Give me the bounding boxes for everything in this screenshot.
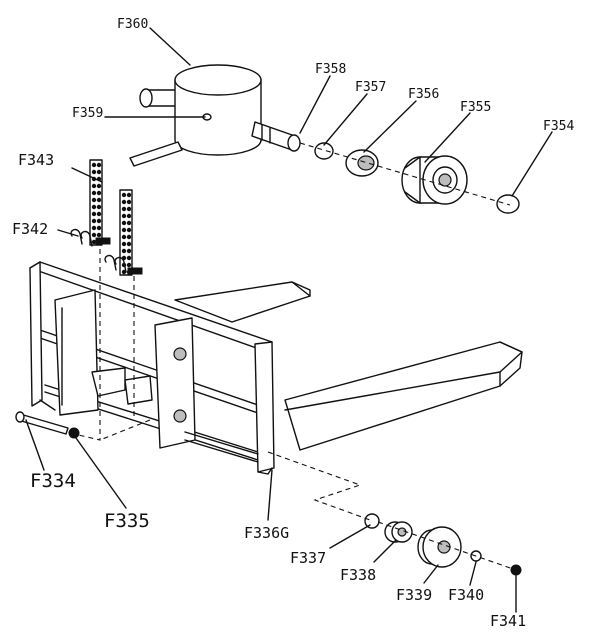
carriage-frame — [29, 261, 275, 475]
chain-link — [96, 204, 102, 210]
assembly-lines — [69, 142, 517, 571]
snap-ring-f337 — [364, 513, 380, 529]
chain-link — [126, 248, 132, 254]
part-labels: F360 F359 F358 F357 F356 F355 F354 F343 … — [12, 17, 574, 630]
washer-f340 — [470, 550, 482, 562]
fork-tines — [174, 281, 523, 451]
chain-link — [91, 162, 97, 168]
chain-link — [121, 248, 127, 254]
chain-link — [96, 190, 102, 196]
chain-link — [126, 206, 132, 212]
cylinder-housing — [139, 64, 301, 156]
label-f335: F335 — [104, 510, 150, 532]
label-f340: F340 — [448, 586, 484, 604]
bushing-f338 — [384, 521, 413, 543]
chain-link — [121, 213, 127, 219]
chain-link — [91, 211, 97, 217]
label-f338: F338 — [340, 566, 376, 584]
chain-link — [91, 239, 97, 245]
label-f359: F359 — [72, 106, 103, 121]
chain-link — [121, 241, 127, 247]
label-f339: F339 — [396, 586, 432, 604]
chain-link — [126, 255, 132, 261]
chain-link — [96, 218, 102, 224]
chain-link — [126, 199, 132, 205]
chain-link — [121, 199, 127, 205]
chain-link — [91, 204, 97, 210]
label-f354: F354 — [543, 119, 574, 134]
label-f337: F337 — [290, 549, 326, 567]
pin — [129, 141, 183, 167]
label-f357: F357 — [355, 80, 386, 95]
chain-link — [96, 225, 102, 231]
bushing-f356 — [345, 149, 379, 177]
chain-link — [126, 213, 132, 219]
chain-link — [91, 232, 97, 238]
chain-link — [96, 232, 102, 238]
chain-link — [91, 218, 97, 224]
label-f360: F360 — [117, 17, 148, 32]
chain-link — [96, 197, 102, 203]
nut — [68, 427, 80, 439]
chain-link — [91, 169, 97, 175]
chain-link — [126, 234, 132, 240]
roller-wheel-f355 — [401, 155, 468, 205]
label-f334: F334 — [30, 470, 76, 492]
chain-link — [96, 162, 102, 168]
chain-link — [126, 241, 132, 247]
chain-link — [96, 169, 102, 175]
chains — [89, 159, 133, 276]
snap-ring-f357 — [314, 142, 334, 160]
chain-link — [96, 211, 102, 217]
chain-link — [91, 225, 97, 231]
chain-link — [126, 192, 132, 198]
roller-wheel-f339 — [417, 526, 462, 568]
label-f355: F355 — [460, 100, 491, 115]
chain-link — [121, 227, 127, 233]
chain-link — [126, 227, 132, 233]
chain-link — [91, 197, 97, 203]
hooks — [70, 228, 143, 275]
label-f343: F343 — [18, 151, 54, 169]
chain-link — [126, 220, 132, 226]
label-f336g: F336G — [244, 524, 289, 542]
chain-link — [121, 234, 127, 240]
chain-link — [91, 190, 97, 196]
chain-link — [121, 220, 127, 226]
chain-link — [121, 192, 127, 198]
label-f358: F358 — [315, 62, 346, 77]
label-f342: F342 — [12, 220, 48, 238]
chain-link — [126, 262, 132, 268]
snap-ring-f354 — [496, 194, 520, 214]
leader-lines — [25, 27, 553, 613]
chain-link — [91, 183, 97, 189]
bolt — [15, 411, 69, 435]
label-f341: F341 — [490, 612, 526, 630]
chain-link — [121, 206, 127, 212]
label-f356: F356 — [408, 87, 439, 102]
chain-link — [96, 183, 102, 189]
